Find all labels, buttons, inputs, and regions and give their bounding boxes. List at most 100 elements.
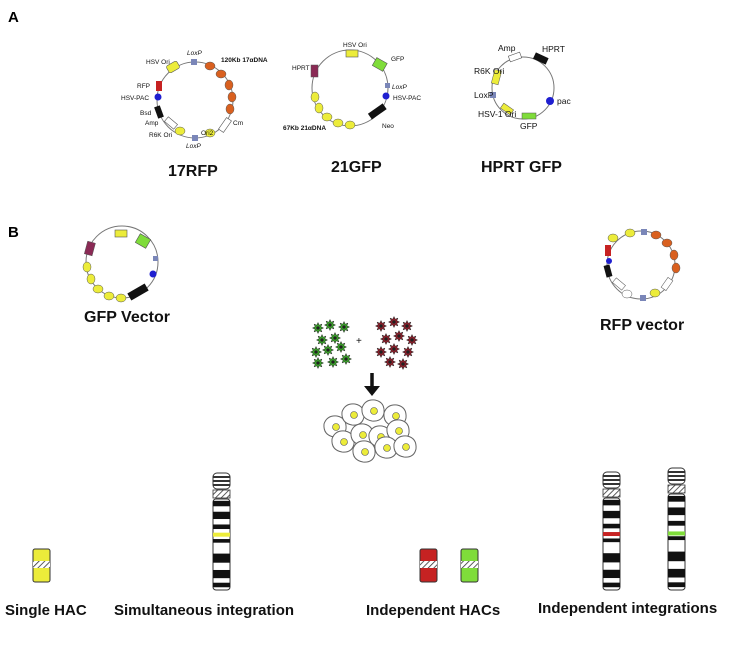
chromosome-band (668, 582, 685, 588)
hsv-pac-dot (382, 92, 390, 100)
gfp-block (371, 57, 388, 72)
chromosome-arm (602, 497, 621, 591)
rfp-vector-label: RFP vector (600, 317, 684, 334)
chromosome-band (603, 569, 620, 579)
neo-block (367, 103, 387, 120)
gfp-block (521, 112, 537, 120)
label-gfp: GFP (391, 56, 404, 63)
alpha-dna-repeat (225, 103, 235, 115)
alpha-dna-repeat (314, 102, 324, 114)
chromosome-band (603, 553, 620, 563)
integration-band (603, 532, 620, 537)
alpha-dna-repeat (204, 61, 216, 71)
chromosome-band (213, 539, 230, 543)
loxp-square (192, 135, 198, 141)
integration-band (668, 531, 685, 536)
rfp-block (156, 81, 162, 91)
cell-nucleus (370, 407, 378, 415)
label-hprt: HPRT (292, 65, 310, 72)
vector-name-21gfp: 21GFP (331, 159, 382, 176)
label-pac: pac (557, 96, 571, 106)
cell-nucleus (332, 423, 340, 431)
chromosome-band (213, 553, 230, 563)
cell-nucleus (359, 431, 367, 439)
single-hac-chromosome (32, 548, 51, 583)
chromosome-band (213, 511, 230, 520)
loxp-square (385, 83, 390, 88)
chromosome-band (603, 582, 620, 588)
hsv-pac-dot (154, 93, 162, 101)
hsv1-ori-block (500, 102, 514, 116)
label-loxp: LoxP (186, 143, 201, 150)
cm-block (218, 117, 232, 133)
vector-name-hprt-gfp: HPRT GFP (481, 159, 562, 176)
independent-integrations-label: Independent integrations (538, 600, 717, 617)
alpha-dna-repeat (310, 91, 320, 103)
cell-nucleus (395, 427, 403, 435)
chromosome-band (213, 582, 230, 588)
chromosome-green-integration (667, 467, 686, 591)
plasmid-17rfp: HSV Ori LoxP 120Kb 17αDNA RFP HSV-PAC Bs… (121, 50, 268, 150)
label-hsv-ori: HSV Ori (343, 42, 367, 49)
label-hsv-pac: HSV-PAC (121, 95, 149, 102)
r6k-ori-block (174, 126, 186, 136)
bsd-block (154, 105, 164, 119)
alpha-dna-repeat (321, 112, 333, 122)
rfp-vector-plasmid (603, 228, 681, 301)
independent-hac-red (419, 548, 438, 583)
label-cm: Cm (233, 120, 243, 127)
alpha-dna-repeat (227, 91, 237, 103)
chromosome-arm (667, 493, 686, 591)
cell-nucleus (350, 411, 358, 419)
chromosome-band (668, 495, 685, 502)
amp-block (507, 51, 523, 63)
vector-name-17rfp: 17RFP (168, 163, 218, 180)
loxp-square (490, 92, 496, 98)
pac-dot (546, 97, 554, 105)
panel-b-label: B (8, 224, 19, 241)
hprt-block (532, 52, 549, 65)
label-hsv-pac: HSV-PAC (393, 95, 421, 102)
chromosome-simultaneous (212, 472, 231, 591)
chromosome-band (603, 510, 620, 519)
label-alpha-dna: 67Kb 21αDNA (283, 125, 326, 132)
chromosome-band (213, 524, 230, 530)
single-hac-label: Single HAC (5, 602, 87, 619)
plasmid-21gfp: HSV Ori GFP HPRT LoxP HSV-PAC 67Kb 21αDN… (283, 42, 421, 132)
alpha-dna-repeat (224, 79, 234, 91)
label-r6k-ori: R6K Ori (149, 132, 172, 139)
gfp-vector-plasmid (82, 225, 159, 303)
label-amp: Amp (498, 43, 516, 53)
ori2-block (204, 128, 216, 138)
cell-nucleus (392, 412, 400, 420)
loxp-square (191, 59, 197, 65)
hsv-ori-block (166, 60, 180, 74)
chromosome-band (668, 551, 685, 562)
hsv-ori-block (345, 49, 359, 58)
chromosome-band (668, 520, 685, 526)
label-alpha-dna: 120Kb 17αDNA (221, 57, 268, 64)
chromosome-band (603, 523, 620, 529)
chromosome-band (668, 507, 685, 516)
independent-hacs-label: Independent HACs (366, 602, 500, 619)
label-loxp: LoxP (474, 90, 494, 100)
label-hsv1: HSV-1 Ori (478, 109, 516, 119)
label-r6k: R6K Ori (474, 66, 504, 76)
chromosome-band (603, 538, 620, 543)
integration-band (213, 532, 230, 537)
transfected-cells (309, 315, 419, 371)
label-rfp: RFP (137, 83, 150, 90)
cell-nucleus (361, 448, 369, 456)
alpha-dna-repeat (344, 120, 356, 130)
hprt-block (310, 64, 319, 78)
simultaneous-integration-label: Simultaneous integration (114, 602, 294, 619)
label-bsd: Bsd (140, 110, 152, 117)
plasmid-hprt-gfp: Amp HPRT R6K Ori LoxP pac HSV-1 Ori GFP (474, 43, 571, 131)
chromosome-band (213, 500, 230, 507)
gfp-vector-label: GFP Vector (84, 309, 170, 326)
label-ori2: Ori2 (201, 130, 214, 137)
amp-block (164, 116, 178, 130)
chromosome-band (213, 569, 230, 579)
chromosome-red-integration (602, 471, 621, 591)
